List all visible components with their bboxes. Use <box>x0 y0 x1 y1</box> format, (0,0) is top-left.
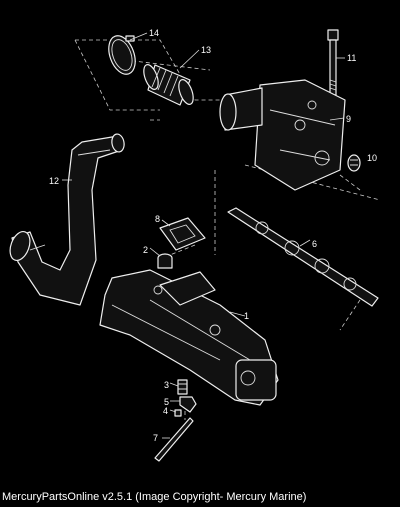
part-5-elbow-fitting <box>179 396 197 413</box>
leader-lines <box>62 32 361 439</box>
part-4-plug <box>174 409 182 417</box>
part-12-exhaust-tube <box>9 133 125 306</box>
callout-11: 11 <box>347 53 356 63</box>
callout-8: 8 <box>155 214 160 224</box>
part-6-manifold-gasket <box>227 207 379 307</box>
part-9-exhaust-elbow <box>219 79 346 191</box>
part-1-exhaust-manifold <box>99 269 279 406</box>
callout-10: 10 <box>367 153 377 163</box>
callout-1: 1 <box>244 311 249 321</box>
part-8-gasket <box>159 217 206 251</box>
copyright-caption: MercuryPartsOnline v2.5.1 (Image Copyrig… <box>2 491 307 503</box>
callout-6: 6 <box>312 239 317 249</box>
callout-4: 4 <box>163 406 168 416</box>
callout-7: 7 <box>153 433 158 443</box>
part-13-hose-coupler <box>143 64 194 106</box>
part-3-fitting <box>177 379 188 395</box>
callout-12: 12 <box>49 176 59 186</box>
part-7-stud <box>154 417 194 462</box>
part-11-bolt <box>327 29 339 96</box>
callout-labels: 1 2 3 4 5 6 7 8 9 10 11 12 13 14 <box>49 28 377 443</box>
callout-2: 2 <box>143 245 148 255</box>
part-14-hose-clamp <box>108 35 136 75</box>
callout-14: 14 <box>149 28 159 38</box>
part-10-drain-plug <box>347 154 361 172</box>
callout-5: 5 <box>164 397 169 407</box>
callout-13: 13 <box>201 45 211 55</box>
part-2-cap <box>157 253 173 269</box>
callout-9: 9 <box>346 114 351 124</box>
callout-3: 3 <box>164 380 169 390</box>
